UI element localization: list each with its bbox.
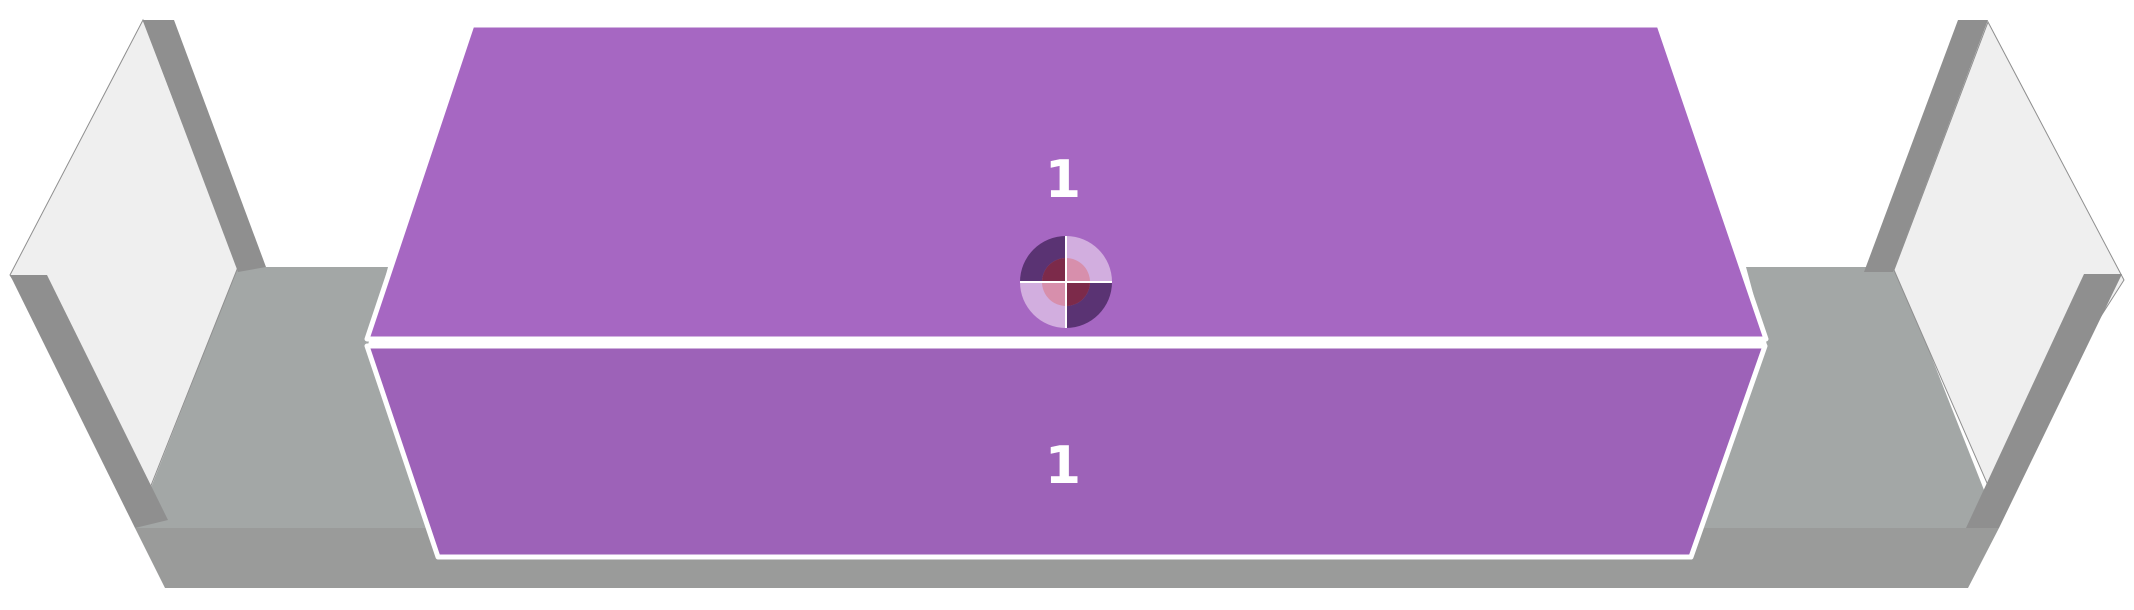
left-glass-frame-top bbox=[143, 20, 266, 272]
bottom-block-body[interactable] bbox=[364, 343, 1768, 560]
bottom-block[interactable]: 1 bbox=[364, 343, 1768, 560]
left-glass-frame-side bbox=[10, 275, 168, 528]
left-platform bbox=[135, 267, 442, 528]
target-core-bottom-right bbox=[1066, 282, 1090, 306]
top-block-label: 1 bbox=[1045, 150, 1081, 210]
target-core-top-left bbox=[1042, 258, 1066, 282]
left-glass-wall bbox=[9, 18, 266, 528]
right-glass-wall bbox=[1864, 20, 2125, 528]
left-platform-top bbox=[135, 267, 442, 528]
right-glass-frame-side bbox=[1966, 274, 2122, 528]
right-glass-frame-top bbox=[1864, 20, 1988, 272]
top-block[interactable]: 1 bbox=[364, 22, 1769, 342]
top-block-body[interactable] bbox=[364, 22, 1769, 342]
bottom-block-label: 1 bbox=[1045, 436, 1081, 496]
crosshair-target-icon[interactable] bbox=[1020, 236, 1112, 328]
